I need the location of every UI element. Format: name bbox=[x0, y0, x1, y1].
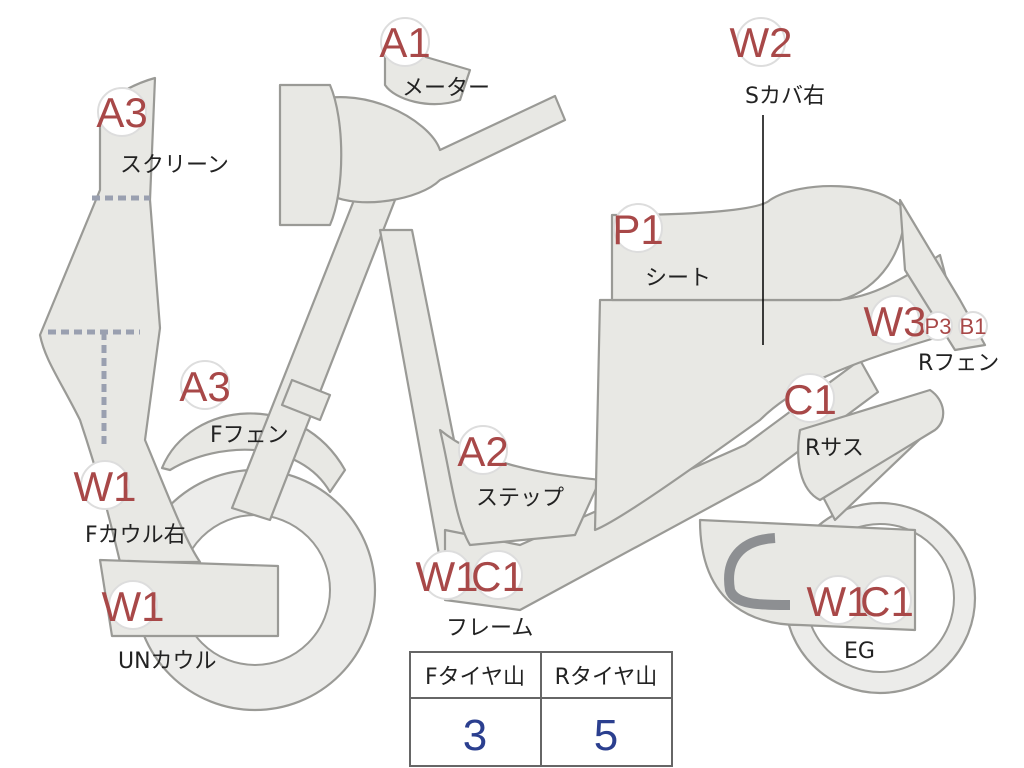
callout-ffender: A3 Fフェン bbox=[179, 360, 289, 448]
code-scover: W2 bbox=[730, 19, 793, 66]
label-fcowl: Fカウル右 bbox=[85, 523, 186, 548]
code-frame-2: C1 bbox=[471, 553, 525, 600]
seat-shape bbox=[610, 184, 907, 302]
label-rfender: Rフェン bbox=[918, 351, 999, 376]
code-meter: A1 bbox=[379, 19, 430, 66]
fork-collar bbox=[280, 378, 332, 422]
shock-body bbox=[797, 388, 945, 502]
callout-eg: W1 C1 EG bbox=[807, 575, 914, 664]
label-scover: Sカバ右 bbox=[745, 84, 825, 109]
code-step: A2 bbox=[457, 428, 508, 475]
label-seat: シート bbox=[645, 266, 711, 291]
code-eg-1: W1 bbox=[807, 578, 870, 625]
code-ffender: A3 bbox=[179, 363, 230, 410]
table-value-front: 3 bbox=[463, 711, 487, 760]
code-screen: A3 bbox=[96, 89, 147, 136]
callout-uncowl: W1 UNカウル bbox=[102, 580, 217, 674]
table-header-rear: Rタイヤ山 bbox=[555, 665, 658, 690]
label-meter: メーター bbox=[402, 76, 490, 101]
callout-frame: W1 C1 フレーム bbox=[416, 550, 533, 641]
callout-step: A2 ステップ bbox=[457, 425, 564, 511]
code-seat: P1 bbox=[612, 206, 663, 253]
callout-seat: P1 シート bbox=[612, 203, 711, 291]
table-value-rear: 5 bbox=[594, 711, 618, 760]
exhaust-pipe bbox=[724, 533, 791, 610]
label-eg: EG bbox=[844, 639, 875, 664]
code-rfender-3: B1 bbox=[960, 314, 987, 339]
handlebar bbox=[298, 94, 567, 204]
code-uncowl: W1 bbox=[102, 583, 165, 630]
code-rfender-1: W3 bbox=[864, 298, 927, 345]
callout-fcowl: W1 Fカウル右 bbox=[74, 460, 186, 548]
callout-rsus: C1 Rサス bbox=[783, 373, 864, 461]
rear-fender bbox=[898, 198, 987, 352]
callout-meter: A1 メーター bbox=[379, 17, 490, 101]
code-rsus: C1 bbox=[783, 376, 837, 423]
code-frame-1: W1 bbox=[416, 553, 479, 600]
callout-scover: W2 Sカバ右 bbox=[730, 17, 825, 109]
callout-screen: A3 スクリーン bbox=[96, 87, 229, 178]
label-ffender: Fフェン bbox=[210, 423, 289, 448]
label-step: ステップ bbox=[476, 486, 564, 511]
callout-rfender: W3 P3 B1 Rフェン bbox=[864, 295, 999, 376]
table-header-front: Fタイヤ山 bbox=[425, 665, 525, 690]
code-fcowl: W1 bbox=[74, 463, 137, 510]
tire-table: Fタイヤ山 Rタイヤ山 3 5 bbox=[409, 651, 673, 767]
label-uncowl: UNカウル bbox=[118, 649, 217, 674]
headlamp bbox=[278, 83, 343, 227]
label-frame: フレーム bbox=[446, 616, 533, 641]
label-rsus: Rサス bbox=[805, 436, 864, 461]
scooter-illustration bbox=[38, 43, 987, 712]
code-eg-2: C1 bbox=[860, 578, 914, 625]
code-rfender-2: P3 bbox=[925, 314, 952, 339]
label-screen: スクリーン bbox=[120, 153, 229, 178]
